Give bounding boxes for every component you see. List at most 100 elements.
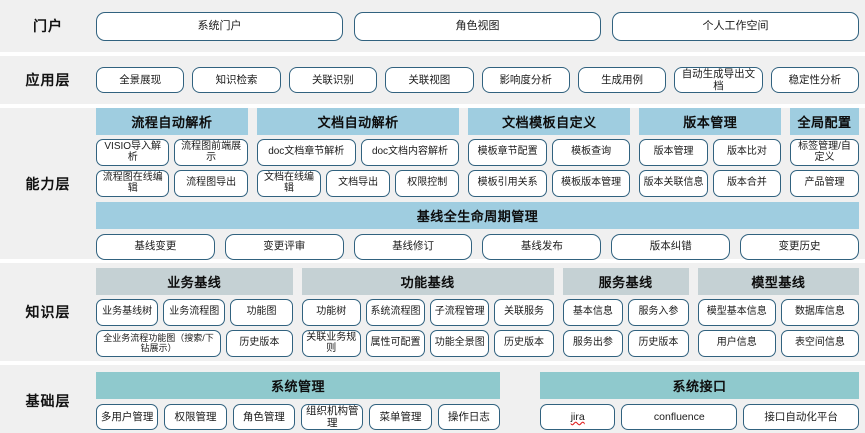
base-group-0: 系统管理多用户管理权限管理角色管理组织机构管理菜单管理操作日志 <box>96 372 501 430</box>
knowledge-item-row: 基本信息服务入参 <box>562 298 689 326</box>
capability-item-row: 文档在线编辑文档导出权限控制 <box>256 169 460 197</box>
baseline-item-0[interactable]: 基线变更 <box>96 233 215 260</box>
knowledge-item-3-1-0[interactable]: 用户信息 <box>697 329 776 357</box>
knowledge-item-0-1-1[interactable]: 历史版本 <box>226 329 293 357</box>
capability-item-3-0-1[interactable]: 版本比对 <box>712 138 782 166</box>
application-item-6[interactable]: 自动生成导出文档 <box>674 67 763 93</box>
layer-label-base: 基础层 <box>25 393 71 409</box>
capability-item-0-0-0[interactable]: VISIO导入解析 <box>96 138 170 166</box>
application-item-1[interactable]: 知识检索 <box>192 67 281 93</box>
knowledge-item-2-1-1[interactable]: 历史版本 <box>628 329 689 357</box>
application-item-2[interactable]: 关联识别 <box>288 67 378 93</box>
knowledge-item-1-0-2[interactable]: 子流程管理 <box>430 298 490 326</box>
capability-item-2-1-0[interactable]: 模板引用关系 <box>468 169 547 197</box>
knowledge-group-row: 业务基线业务基线树业务流程图功能图全业务流程功能图（搜索/下钻展示）历史版本功能… <box>96 267 860 357</box>
layer-body-application: 全景展现知识检索关联识别关联视图影响度分析生成用例自动生成导出文档稳定性分析 <box>96 56 865 104</box>
baseline-item-4[interactable]: 版本纠错 <box>611 233 731 260</box>
capability-item-1-1-1[interactable]: 文档导出 <box>326 169 391 197</box>
base-item-0-3[interactable]: 组织机构管理 <box>301 404 364 430</box>
layer-knowledge: 知识层 业务基线业务基线树业务流程图功能图全业务流程功能图（搜索/下钻展示）历史… <box>0 263 865 361</box>
capability-item-row: 模板引用关系模板版本管理 <box>468 169 631 197</box>
application-item-4[interactable]: 影响度分析 <box>481 67 570 93</box>
capability-item-1-0-0[interactable]: doc文档章节解析 <box>256 138 356 166</box>
capability-item-0-1-1[interactable]: 流程图导出 <box>174 169 248 197</box>
capability-item-row: 产品管理 <box>790 169 859 197</box>
base-item-1-2[interactable]: 接口自动化平台 <box>743 404 859 430</box>
knowledge-item-2-1-0[interactable]: 服务出参 <box>562 329 624 357</box>
knowledge-group-title-3: 模型基线 <box>697 267 860 295</box>
knowledge-item-row: 模型基本信息数据库信息 <box>697 298 860 326</box>
knowledge-item-1-1-2[interactable]: 功能全景图 <box>430 329 490 357</box>
layer-label-portal: 门户 <box>33 18 63 34</box>
layer-application: 应用层 全景展现知识检索关联识别关联视图影响度分析生成用例自动生成导出文档稳定性… <box>0 56 865 104</box>
capability-item-3-1-1[interactable]: 版本合并 <box>712 169 782 197</box>
knowledge-item-1-0-1[interactable]: 系统流程图 <box>365 298 426 326</box>
baseline-item-2[interactable]: 基线修订 <box>353 233 473 260</box>
knowledge-item-3-0-0[interactable]: 模型基本信息 <box>697 298 776 326</box>
base-item-0-4[interactable]: 菜单管理 <box>369 404 432 430</box>
knowledge-item-1-1-1[interactable]: 属性可配置 <box>365 329 426 357</box>
base-item-1-1[interactable]: confluence <box>621 404 738 430</box>
capability-item-0-0-1[interactable]: 流程图前端展示 <box>174 138 248 166</box>
portal-item-1[interactable]: 角色视图 <box>354 11 601 41</box>
knowledge-item-row: 用户信息表空间信息 <box>697 329 860 357</box>
portal-item-2[interactable]: 个人工作空间 <box>612 11 859 41</box>
knowledge-group-title-0: 业务基线 <box>96 267 293 295</box>
knowledge-item-0-1-0[interactable]: 全业务流程功能图（搜索/下钻展示） <box>96 329 222 357</box>
capability-item-row: 模板章节配置模板查询 <box>468 138 631 166</box>
capability-item-row: VISIO导入解析流程图前端展示 <box>96 138 248 166</box>
knowledge-item-0-0-2[interactable]: 功能图 <box>230 298 293 326</box>
knowledge-item-2-0-0[interactable]: 基本信息 <box>562 298 624 326</box>
base-item-0-2[interactable]: 角色管理 <box>232 404 296 430</box>
knowledge-group-title-1: 功能基线 <box>301 267 554 295</box>
baseline-item-3[interactable]: 基线发布 <box>482 233 602 260</box>
application-item-0[interactable]: 全景展现 <box>96 67 185 93</box>
capability-item-2-1-1[interactable]: 模板版本管理 <box>551 169 631 197</box>
knowledge-item-1-1-0[interactable]: 关联业务规则 <box>301 329 361 357</box>
layer-label-knowledge: 知识层 <box>25 304 71 320</box>
base-item-0-0[interactable]: 多用户管理 <box>96 404 159 430</box>
capability-group-title-4: 全局配置 <box>790 107 859 135</box>
capability-item-2-0-0[interactable]: 模板章节配置 <box>468 138 547 166</box>
base-item-0-1[interactable]: 权限管理 <box>164 404 227 430</box>
baseline-item-5[interactable]: 变更历史 <box>740 233 859 260</box>
capability-group-2: 文档模板自定义模板章节配置模板查询模板引用关系模板版本管理 <box>468 107 631 197</box>
capability-item-0-1-0[interactable]: 流程图在线编辑 <box>96 169 170 197</box>
knowledge-group-0: 业务基线业务基线树业务流程图功能图全业务流程功能图（搜索/下钻展示）历史版本 <box>96 267 293 357</box>
knowledge-item-3-1-1[interactable]: 表空间信息 <box>780 329 860 357</box>
baseline-item-1[interactable]: 变更评审 <box>224 233 344 260</box>
application-item-5[interactable]: 生成用例 <box>577 67 667 93</box>
base-item-1-0[interactable]: jira <box>540 404 616 430</box>
capability-item-3-0-0[interactable]: 版本管理 <box>639 138 708 166</box>
base-item-0-5[interactable]: 操作日志 <box>437 404 501 430</box>
capability-group-3: 版本管理版本管理版本比对版本关联信息版本合并 <box>639 107 782 197</box>
capability-item-4-1-0[interactable]: 产品管理 <box>790 169 859 197</box>
knowledge-group-title-2: 服务基线 <box>562 267 689 295</box>
capability-item-1-1-0[interactable]: 文档在线编辑 <box>256 169 322 197</box>
knowledge-item-2-0-1[interactable]: 服务入参 <box>628 298 689 326</box>
capability-item-2-0-1[interactable]: 模板查询 <box>551 138 631 166</box>
misspelled-text: jira <box>570 410 585 423</box>
knowledge-item-1-0-0[interactable]: 功能树 <box>301 298 361 326</box>
knowledge-item-1-0-3[interactable]: 关联服务 <box>494 298 554 326</box>
layer-portal: 门户 系统门户角色视图个人工作空间 <box>0 0 865 52</box>
knowledge-item-0-0-1[interactable]: 业务流程图 <box>163 298 226 326</box>
knowledge-item-1-1-3[interactable]: 历史版本 <box>494 329 554 357</box>
knowledge-item-3-0-1[interactable]: 数据库信息 <box>780 298 860 326</box>
knowledge-item-0-0-0[interactable]: 业务基线树 <box>96 298 159 326</box>
application-item-3[interactable]: 关联视图 <box>385 67 474 93</box>
baseline-lifecycle-block: 基线全生命周期管理 基线变更变更评审基线修订基线发布版本纠错变更历史 <box>96 201 859 260</box>
portal-item-0[interactable]: 系统门户 <box>96 11 343 41</box>
capability-group-title-1: 文档自动解析 <box>256 107 460 135</box>
capability-item-3-1-0[interactable]: 版本关联信息 <box>639 169 708 197</box>
application-item-7[interactable]: 稳定性分析 <box>770 67 859 93</box>
capability-item-1-1-2[interactable]: 权限控制 <box>395 169 460 197</box>
capability-item-1-0-1[interactable]: doc文档内容解析 <box>360 138 460 166</box>
knowledge-group-3: 模型基线模型基本信息数据库信息用户信息表空间信息 <box>697 267 860 357</box>
capability-item-4-0-0[interactable]: 标签管理/自定义 <box>790 138 859 166</box>
